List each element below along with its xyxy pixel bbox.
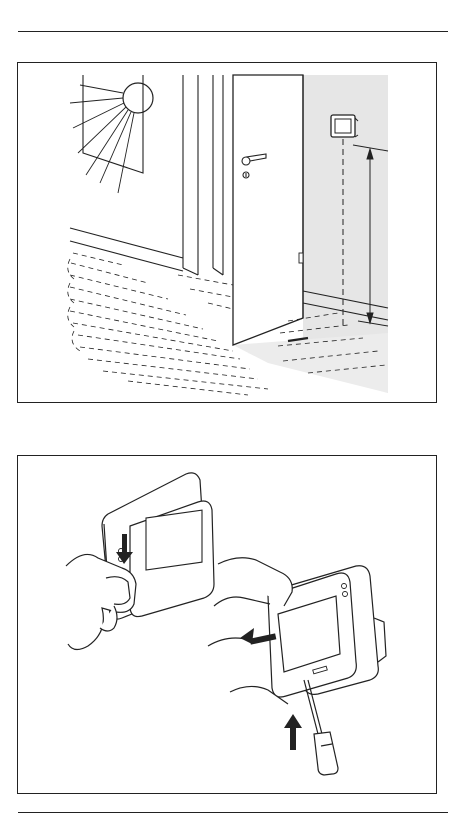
- screwdriver-icon: [304, 680, 338, 775]
- room-thermostat-placement-illustration: [18, 63, 438, 404]
- bottom-rule: [18, 812, 448, 813]
- shaded-floor: [233, 333, 388, 393]
- illustration-front-cover-removal: [17, 455, 437, 794]
- door-frame: [183, 75, 223, 275]
- sun-icon: [123, 83, 153, 113]
- door: [233, 75, 303, 345]
- illustration-installation-location: [17, 62, 437, 403]
- arrow-up-icon: [284, 714, 302, 750]
- top-rule: [18, 31, 448, 32]
- thermostat-cover-removal-illustration: [18, 456, 438, 795]
- thermostat-icon: [331, 115, 358, 137]
- baseboard-left: [70, 228, 183, 271]
